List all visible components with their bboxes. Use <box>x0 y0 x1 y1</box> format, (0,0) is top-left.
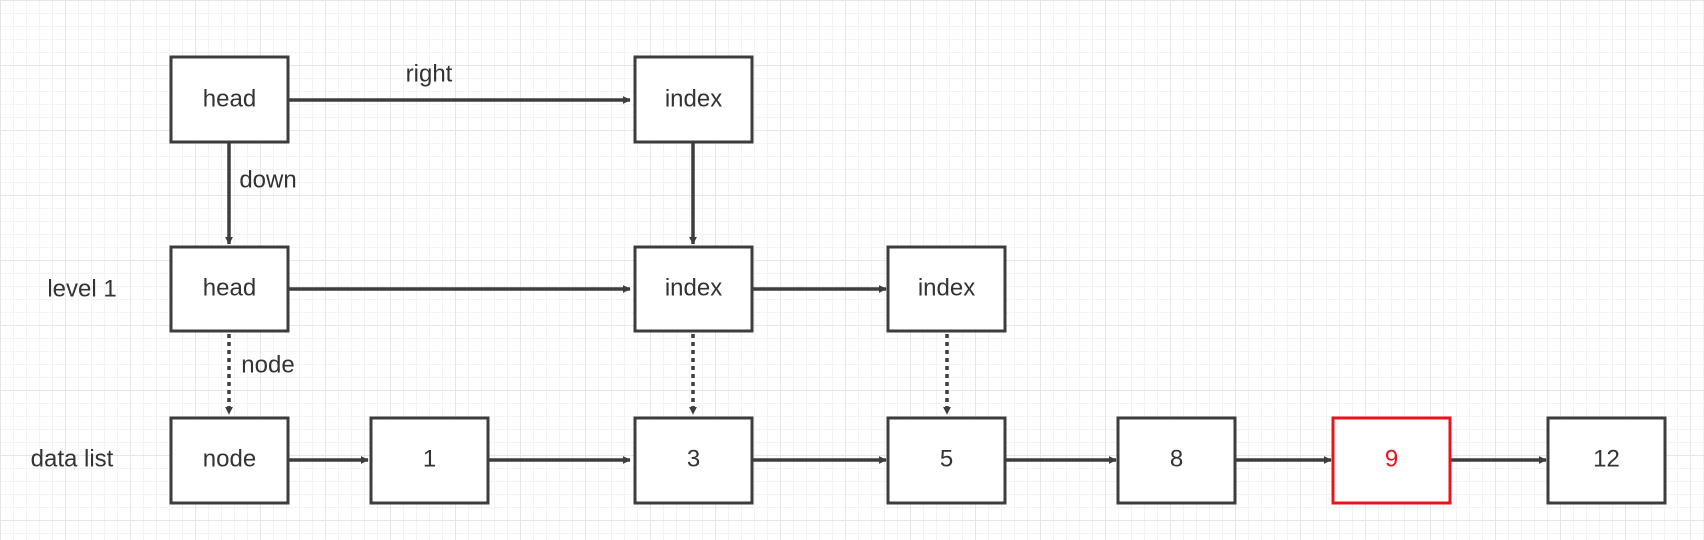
node-data-node-label: node <box>203 445 256 472</box>
row-label-data-list: data list <box>31 445 114 472</box>
node-data-9: 9 <box>1331 416 1452 505</box>
node-index-top-label: index <box>665 85 722 112</box>
node-index-level1-b-label: index <box>918 274 975 301</box>
node-data-8: 8 <box>1116 416 1237 505</box>
node-head-level1: head <box>169 245 290 333</box>
node-head-top-label: head <box>203 85 256 112</box>
node-data-node: node <box>169 416 290 505</box>
node-data-1-label: 1 <box>423 445 436 472</box>
node-data-12: 12 <box>1546 416 1667 505</box>
node-data-5: 5 <box>886 416 1007 505</box>
node-data-8-label: 8 <box>1170 445 1183 472</box>
node-data-1: 1 <box>369 416 490 505</box>
node-data-5-label: 5 <box>940 445 953 472</box>
node-index-level1-a-label: index <box>665 274 722 301</box>
node-data-3: 3 <box>633 416 754 505</box>
node-data-3-label: 3 <box>687 445 700 472</box>
node-index-top: index <box>633 55 754 144</box>
node-data-9-label: 9 <box>1385 445 1398 472</box>
edge-label-right: right <box>406 60 453 87</box>
node-head-top: head <box>169 55 290 144</box>
node-head-level1-label: head <box>203 274 256 301</box>
row-label-level1: level 1 <box>47 275 116 302</box>
node-data-12-label: 12 <box>1593 445 1620 472</box>
edge-label-node: node <box>241 351 294 378</box>
edge-label-down: down <box>239 166 296 193</box>
node-index-level1-b: index <box>886 245 1007 333</box>
node-index-level1-a: index <box>633 245 754 333</box>
